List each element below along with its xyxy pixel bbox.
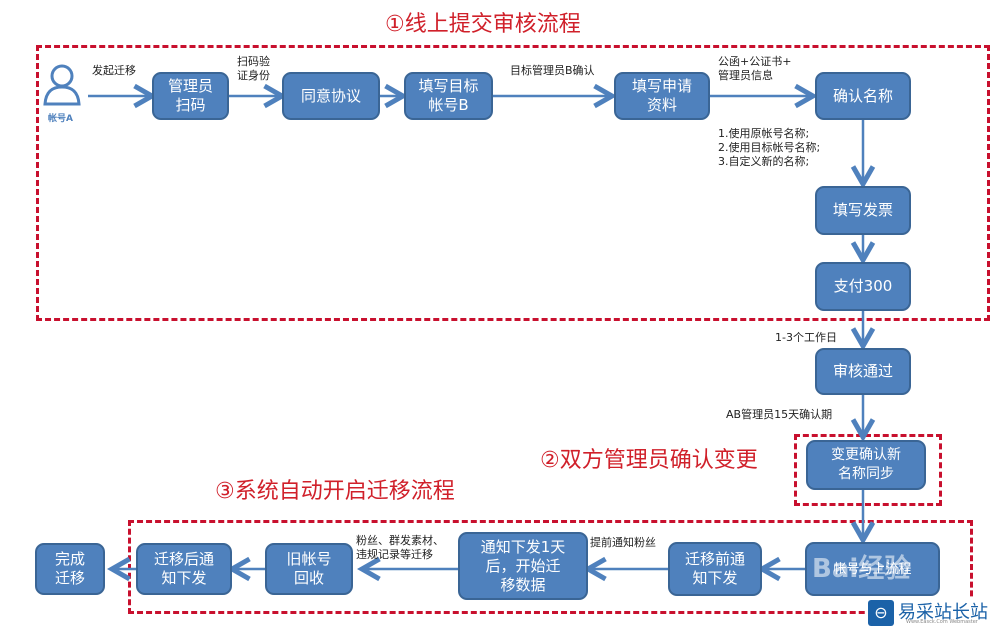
title-step2: ②双方管理员确认变更 [540, 448, 758, 473]
box-recycle-old: 旧帐号 回收 [265, 543, 353, 595]
site-subtitle: Www.Easck.Com Webmaster [906, 619, 978, 625]
title-step3: ③系统自动开启迁移流程 [215, 479, 455, 504]
box-agree: 同意协议 [282, 72, 380, 120]
box-apply-info: 填写申请 资料 [614, 72, 710, 120]
box-target-account: 填写目标 帐号B [404, 72, 493, 120]
box-admin-scan: 管理员 扫码 [152, 72, 229, 120]
box-approved: 审核通过 [815, 348, 911, 395]
user-label: 帐号A [48, 114, 73, 124]
box-invoice: 填写发票 [815, 186, 911, 235]
label-notify-fans: 提前通知粉丝 [590, 536, 656, 549]
site-logo-icon: ⊖ [868, 600, 894, 626]
title-step1: ①线上提交审核流程 [385, 12, 581, 37]
box-freeze-account: 帐号与上流程 [805, 542, 940, 596]
label-name-options: 1.使用原帐号名称; 2.使用目标帐号名称; 3.自定义新的名称; [718, 127, 821, 168]
baidu-watermark: Bai经验 [812, 554, 911, 584]
box-post-notice: 迁移后通 知下发 [136, 543, 232, 595]
label-initiate: 发起迁移 [92, 64, 136, 77]
label-migrate-items: 粉丝、群发素材、 违规记录等迁移 [356, 534, 444, 561]
label-scan-verify: 扫码验 证身份 [237, 55, 270, 82]
label-confirm-period: AB管理员15天确认期 [726, 408, 833, 421]
person-icon [43, 64, 81, 106]
box-start-migration: 通知下发1天 后，开始迁 移数据 [458, 532, 588, 600]
site-name: 易采站长站 [898, 602, 988, 623]
box-done: 完成 迁移 [35, 543, 105, 595]
label-workdays: 1-3个工作日 [775, 331, 837, 344]
step1-region [36, 45, 990, 321]
label-docs: 公函+公证书+ 管理员信息 [718, 55, 792, 82]
box-confirm-name: 确认名称 [815, 72, 911, 120]
label-b-confirm: 目标管理员B确认 [510, 64, 595, 77]
site-watermark: ⊖ 易采站长站 Www.Easck.Com Webmaster [866, 598, 1000, 629]
box-pre-notice: 迁移前通 知下发 [668, 542, 762, 596]
box-name-sync: 变更确认新 名称同步 [806, 440, 926, 490]
box-pay: 支付300 [815, 262, 911, 311]
